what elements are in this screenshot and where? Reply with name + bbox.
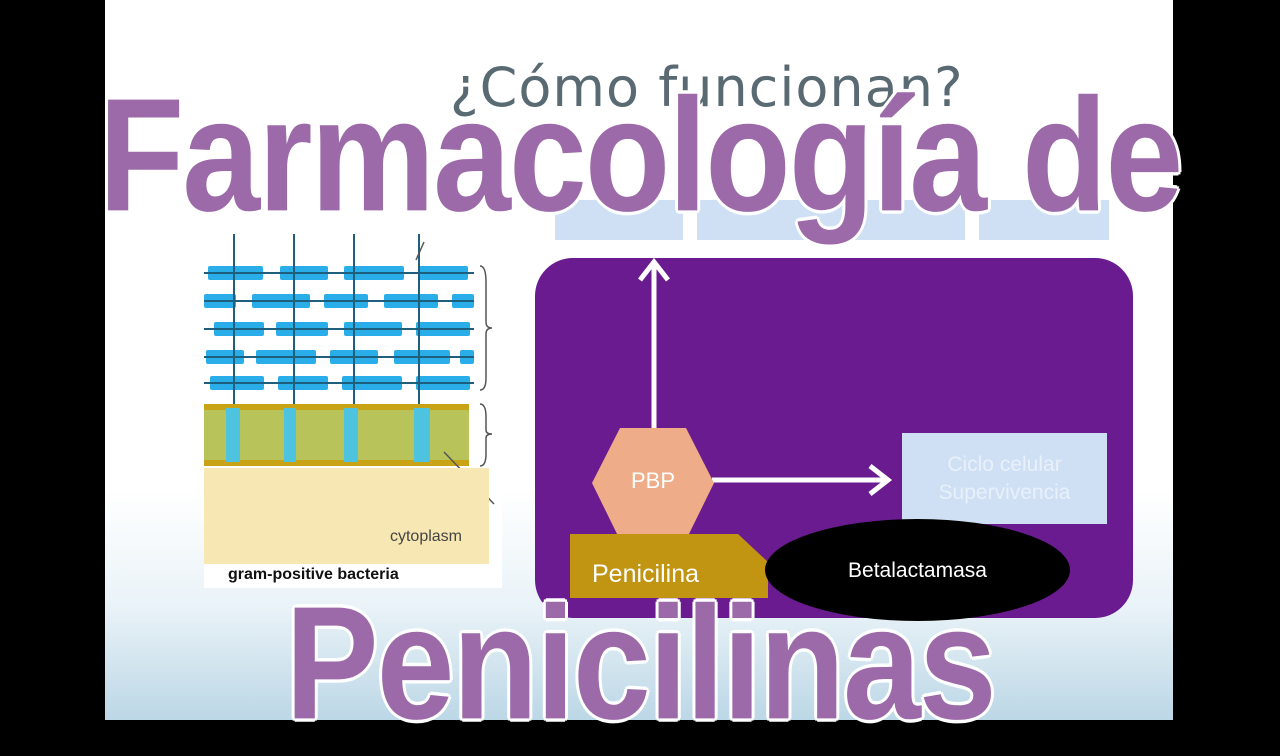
slide-title: ¿Cómo funcionan? [450,56,964,119]
cytoplasm-label: cytoplasm [389,528,462,545]
cytoplasm [204,468,489,564]
blue-box-1 [555,200,683,240]
ciclo-celular-box: Ciclo celular Supervivencia [902,433,1107,524]
cell-wall-illustration [204,234,495,505]
diagram-caption: gram-positive bacteria [228,566,399,583]
overlay-title-line1: Farmacología de [98,64,1184,245]
peptide-cross-links [204,234,474,422]
blue-box-2 [697,200,965,240]
overlay-title-line2: Penicilinas [285,572,996,753]
betalactamasa-label: Betalactamasa [848,559,987,582]
ciclo-line2: Supervivencia [938,481,1071,504]
penicilina-label: Penicilina [592,560,700,588]
cell-wall-diagram: cytoplasm gram-positive bacteria [204,212,502,588]
plasma-membrane [204,404,469,466]
pbp-label: PBP [630,468,676,493]
ciclo-line1: Ciclo celular [947,453,1062,476]
blue-box-3 [979,200,1109,240]
betalactamasa-ellipse [765,519,1070,621]
